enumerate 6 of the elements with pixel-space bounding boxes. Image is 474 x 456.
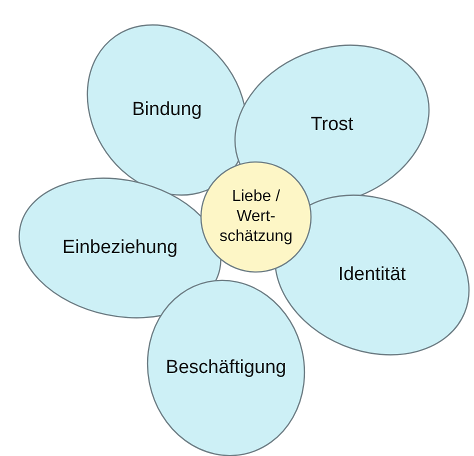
petal-label: Einbeziehung (62, 237, 178, 259)
petal-label: Trost (310, 114, 354, 136)
petal-label: Bindung (132, 99, 202, 121)
petal-label: Beschäftigung (166, 357, 286, 379)
center-label: Liebe / Wert-schätzung (218, 187, 294, 247)
petal-label: Identität (338, 264, 406, 286)
